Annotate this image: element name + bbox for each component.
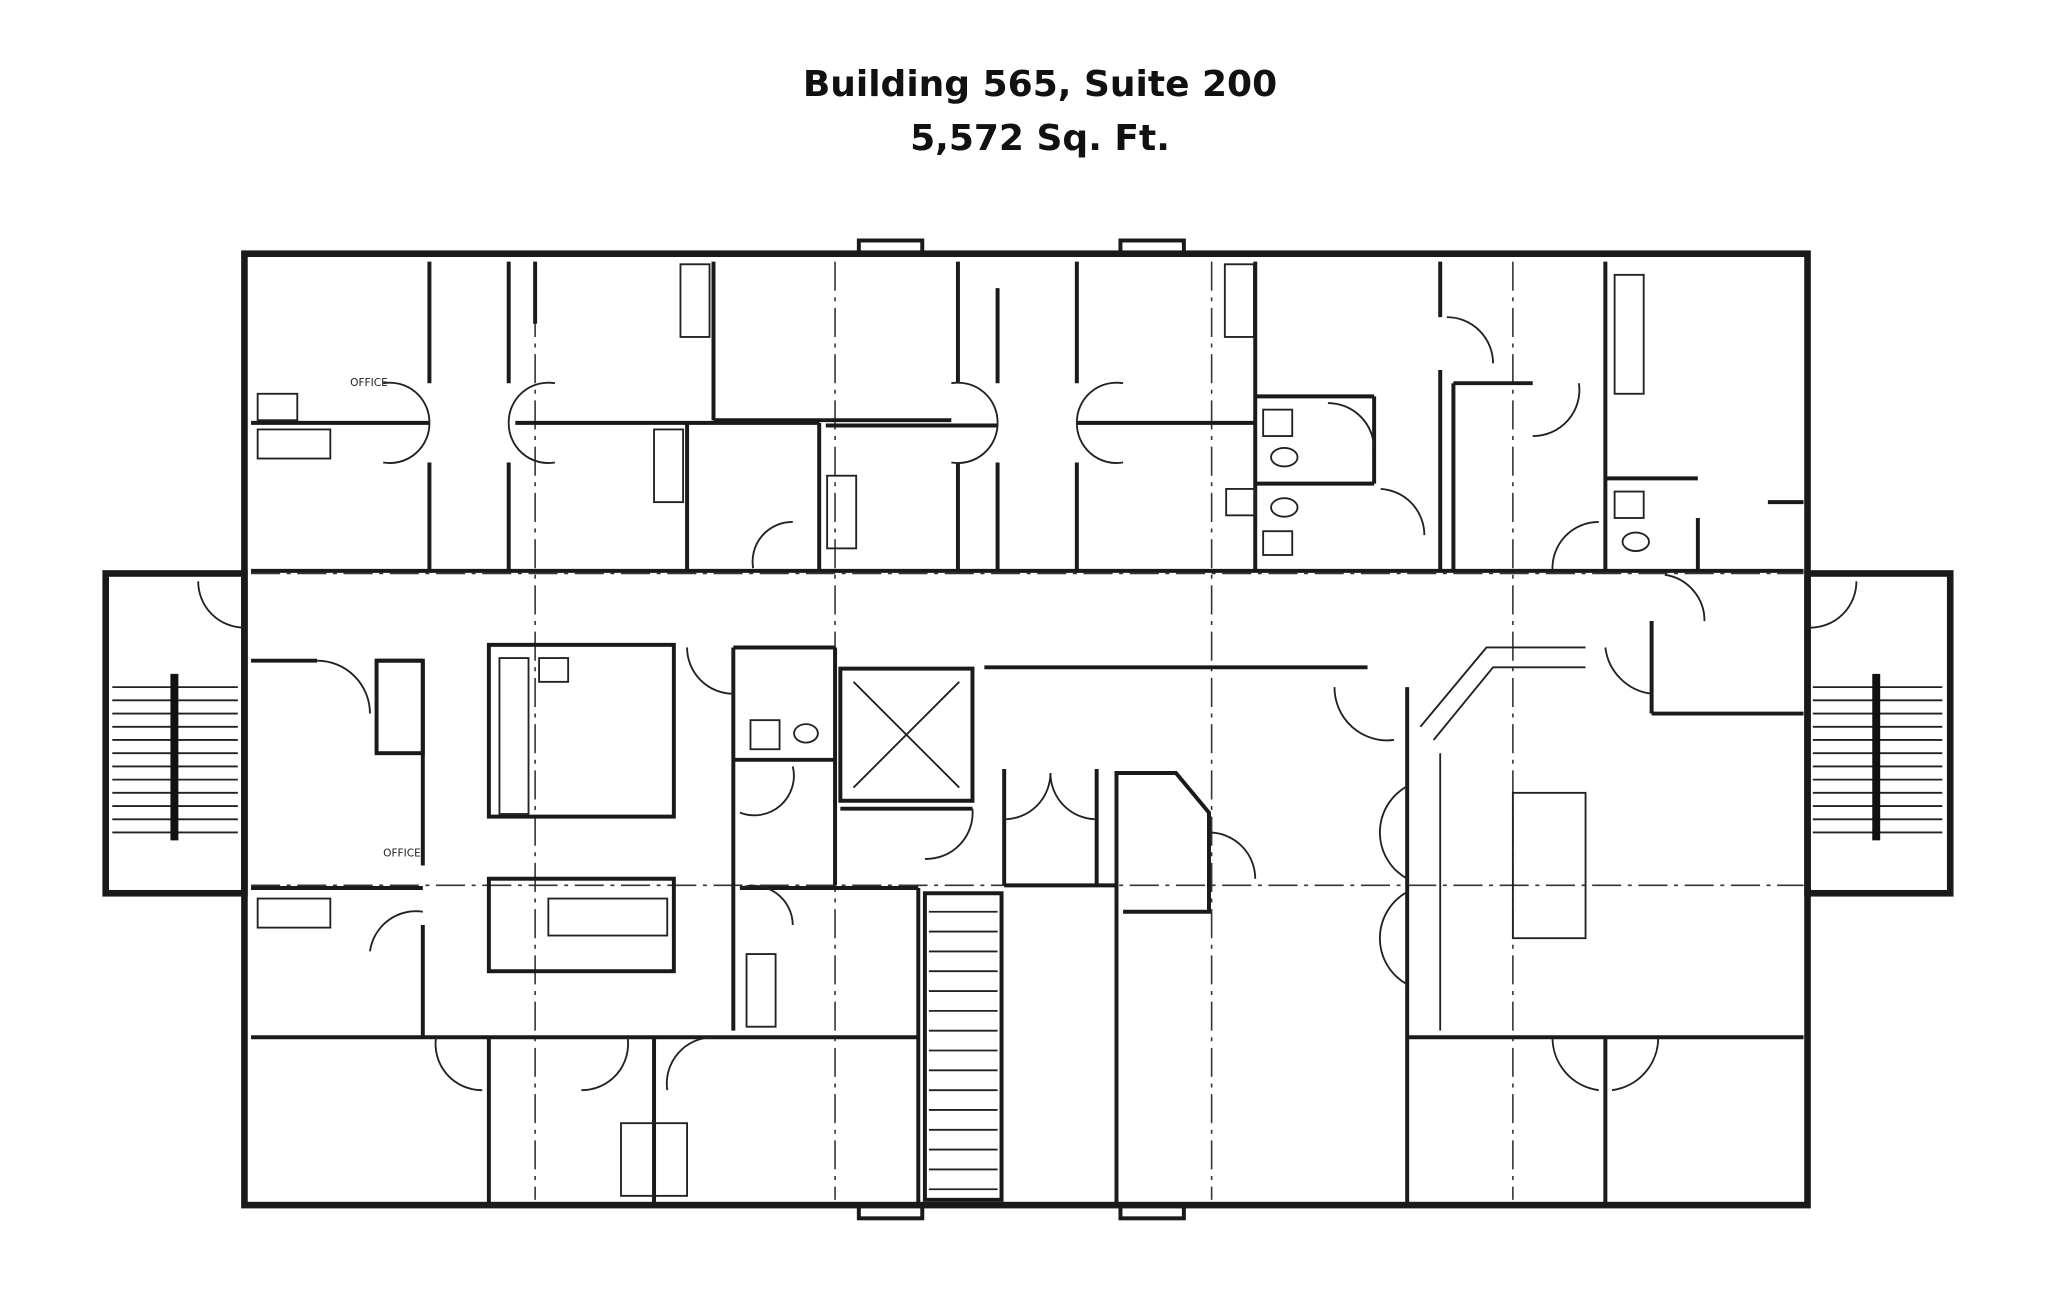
door-swing: [1379, 785, 1408, 880]
door-swing: [1327, 402, 1376, 450]
title-block: Building 565, Suite 200 5,572 Sq. Ft.: [0, 58, 2048, 166]
sink-fixture: [1262, 530, 1294, 556]
door-swing: [924, 808, 974, 860]
reception-counter: [1419, 646, 1586, 728]
counter-fixture: [1613, 273, 1645, 395]
north-window-2: [1118, 238, 1186, 256]
door-swing: [686, 647, 734, 695]
counter-fixture: [620, 1122, 688, 1197]
building-title: Building 565, Suite 200: [802, 64, 1278, 105]
toilet-fixture: [793, 723, 819, 744]
counter-fixture: [653, 428, 685, 504]
wall: [1114, 771, 1211, 1203]
door-swing: [665, 1036, 714, 1091]
door-swing: [1075, 381, 1124, 423]
north-offices: OFFICE: [251, 261, 1804, 573]
south-offices: OFFICE: [197, 573, 1858, 1203]
door-swing: [507, 381, 556, 423]
door-swing: [1551, 1037, 1599, 1092]
door-swing: [1049, 773, 1097, 821]
door-swing: [1333, 687, 1395, 742]
door-swing: [1604, 647, 1652, 695]
door-swing: [383, 381, 431, 423]
door-swing: [434, 1037, 483, 1092]
door-swing: [739, 884, 794, 925]
exterior-walls: [102, 238, 1954, 1221]
door-swing: [1611, 1037, 1660, 1092]
sink-fixture: [538, 657, 570, 683]
west-stair-wing: [102, 570, 248, 897]
square-footage: 5,572 Sq. Ft.: [910, 118, 1170, 159]
east-stair: [1812, 673, 1943, 841]
door-swing: [507, 422, 556, 464]
building-outline: [241, 250, 1811, 1209]
elevator-cross: [852, 681, 960, 789]
toilet-fixture: [1270, 447, 1299, 468]
counter-fixture: [498, 657, 530, 815]
west-stair: [112, 673, 238, 841]
door-swing: [317, 659, 371, 714]
door-swing: [197, 581, 245, 629]
counter-fixture: [679, 263, 711, 338]
door-swing: [369, 910, 423, 952]
door-swing: [951, 422, 999, 464]
south-window-1: [856, 1203, 925, 1221]
door-swing: [951, 381, 999, 423]
door-swing: [1379, 891, 1408, 986]
door-swing: [1551, 521, 1599, 571]
sink-fixture: [1613, 490, 1645, 519]
door-swing: [739, 766, 795, 817]
door-swing: [1208, 831, 1257, 879]
sink-fixture: [749, 719, 781, 751]
door-swing: [383, 422, 431, 464]
east-stair-wing: [1804, 570, 1954, 897]
sink-fixture: [1262, 408, 1294, 437]
sink-fixture: [256, 392, 299, 422]
door-swing: [1532, 383, 1581, 437]
counter-fixture: [826, 474, 858, 550]
counter-fixture: [256, 897, 332, 929]
storage-room: [486, 876, 676, 974]
door-swing: [1075, 422, 1124, 464]
sink-fixture: [1225, 487, 1257, 517]
door-swing: [1446, 316, 1494, 364]
toilet-fixture: [1270, 497, 1299, 518]
conference-room: [486, 642, 676, 819]
room-label-office: OFFICE: [350, 377, 388, 389]
south-window-2: [1118, 1203, 1186, 1221]
closet: [374, 658, 425, 756]
table: [1511, 791, 1587, 940]
counter-fixture: [745, 953, 777, 1028]
toilet-fixture: [1621, 531, 1650, 552]
door-swing: [1664, 573, 1706, 622]
room-label-office: OFFICE: [383, 847, 421, 859]
central-stair: [922, 891, 1004, 1202]
counter-fixture: [1223, 263, 1255, 338]
elevator: [838, 666, 975, 803]
reception-counter: [1432, 666, 1586, 741]
stairs: [112, 673, 1943, 1202]
door-swing: [1380, 487, 1426, 536]
door-swing: [1004, 773, 1052, 821]
north-window-1: [856, 238, 925, 256]
column-gridlines: [251, 261, 1804, 1200]
shelving: [547, 897, 669, 937]
door-swing: [1810, 581, 1858, 629]
door-swing: [581, 1037, 629, 1092]
door-swing: [751, 521, 793, 569]
counter-fixture: [256, 428, 332, 460]
